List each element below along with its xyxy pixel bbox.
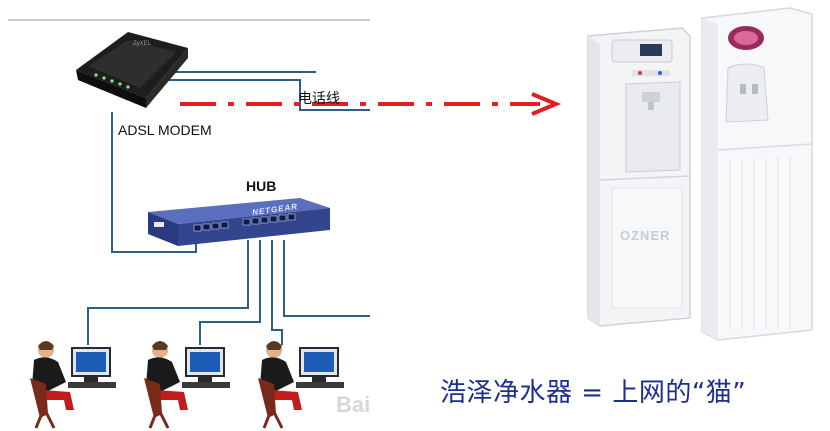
person-at-computer-icon-3 <box>258 341 344 429</box>
caption: 浩泽净水器 = 上网的“猫” <box>440 378 747 408</box>
network-cables <box>87 71 370 345</box>
watermark: Bai <box>336 392 371 417</box>
modem-label: ADSL MODEM <box>118 122 212 138</box>
phone-line-label: 电话线 <box>298 91 340 107</box>
network-hub-icon <box>148 198 330 246</box>
water-purifier-icon-1 <box>587 27 691 327</box>
modem-icon: ZyXEL <box>76 32 188 108</box>
arrow-right-icon <box>180 92 562 116</box>
water-purifier-icon-2 <box>701 7 813 341</box>
person-at-computer-icon-2 <box>144 341 230 429</box>
purifier-brand-label: OZNER <box>620 228 671 243</box>
hub-label: HUB <box>246 178 277 194</box>
person-at-computer-icon-1 <box>30 341 116 429</box>
svg-text:ZyXEL: ZyXEL <box>133 41 152 47</box>
